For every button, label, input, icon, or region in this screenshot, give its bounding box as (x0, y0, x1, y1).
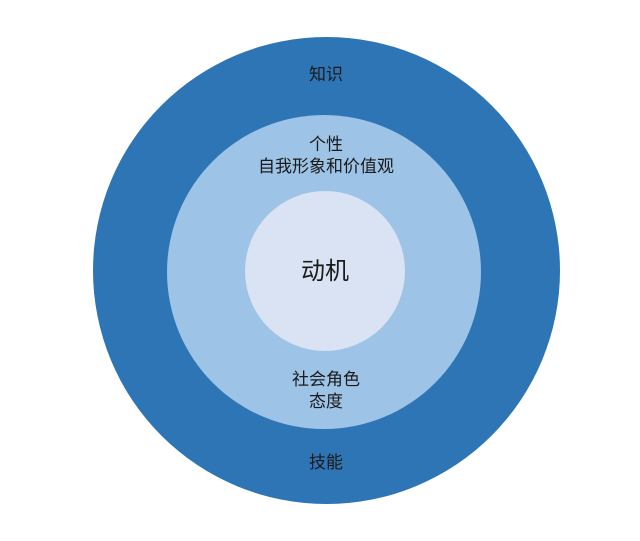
knowledge-label: 知识 (309, 65, 343, 85)
middle-ring-top-label: 个性 自我形象和价值观 (200, 134, 452, 178)
skill-label: 技能 (309, 453, 343, 473)
inner-circle (245, 191, 405, 351)
personality-label: 个性 (309, 135, 343, 155)
middle-ring-bottom-label: 社会角色 态度 (226, 369, 426, 413)
inner-circle-label: 动机 (245, 256, 405, 286)
outer-ring-top-label: 知识 (226, 64, 426, 86)
outer-ring-bottom-label: 技能 (226, 452, 426, 474)
social-role-label: 社会角色 (292, 370, 360, 390)
motive-label: 动机 (301, 257, 349, 285)
self-image-values-label: 自我形象和价值观 (258, 157, 394, 177)
attitude-label: 态度 (309, 392, 343, 412)
